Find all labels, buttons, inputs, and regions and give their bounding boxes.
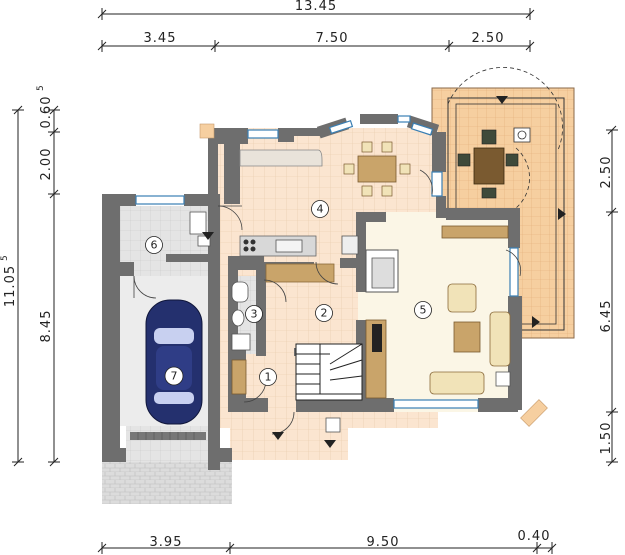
coffee-table <box>453 321 481 353</box>
dining-chairs <box>343 141 411 197</box>
dim-left-seg-3: 8.45 <box>39 310 54 343</box>
dim-bottom-seg-2: 9.50 <box>367 535 400 550</box>
sofa-bottom <box>429 371 485 395</box>
bathroom-sink-icon <box>231 309 245 327</box>
car-icon <box>145 299 203 425</box>
sink-utility-icon <box>197 235 211 247</box>
sideboard <box>441 225 509 239</box>
shower-icon <box>231 333 251 351</box>
dim-top-total: 13.45 <box>295 0 337 14</box>
dim-right-seg-3: 1.50 <box>599 422 614 455</box>
windows <box>135 115 519 409</box>
toilet-icon <box>231 281 249 303</box>
room-number-7: 7 <box>171 370 178 383</box>
dim-top-seg-1: 3.45 <box>144 31 177 46</box>
stove-icon <box>243 239 256 252</box>
dim-right-seg-2: 6.45 <box>599 300 614 333</box>
sink-icon <box>275 239 303 253</box>
fridge-icon <box>341 235 359 255</box>
room-markers: 1 2 3 4 5 6 7 <box>145 200 432 386</box>
dim-left-total: 11.05 <box>3 265 18 307</box>
grill-icon <box>513 127 531 143</box>
dim-left-seg-1-sup: 5 <box>36 84 46 91</box>
dim-bottom-seg-3: 0.40 <box>518 529 551 544</box>
room-number-6: 6 <box>151 239 158 252</box>
boiler-icon <box>189 211 207 235</box>
sofa-right <box>489 311 511 367</box>
dimension-lines <box>12 8 618 554</box>
dim-top-seg-2: 7.50 <box>316 31 349 46</box>
room-number-1: 1 <box>265 371 272 384</box>
staircase <box>295 343 363 401</box>
dim-left-total-sup: 5 <box>0 254 10 261</box>
terrace-table <box>473 147 505 185</box>
room-number-5: 5 <box>420 304 427 317</box>
room-number-2: 2 <box>321 307 328 320</box>
armchair <box>447 283 477 313</box>
dim-left-seg-1: 0.60 <box>39 96 54 129</box>
dim-left-seg-2: 2.00 <box>39 148 54 181</box>
entry-arrows <box>202 96 566 448</box>
wardrobe <box>231 359 247 395</box>
dim-right-seg-1: 2.50 <box>599 156 614 189</box>
side-table <box>495 371 511 387</box>
dining-table <box>357 155 397 183</box>
garage-door <box>130 432 206 440</box>
bar-counter <box>239 149 323 167</box>
dim-bottom-seg-1: 3.95 <box>150 535 183 550</box>
room-number-3: 3 <box>251 308 258 321</box>
tv-icon <box>372 324 382 352</box>
dim-top-seg-3: 2.50 <box>472 31 505 46</box>
terrace-chairs <box>457 129 519 199</box>
room-number-4: 4 <box>317 203 324 216</box>
